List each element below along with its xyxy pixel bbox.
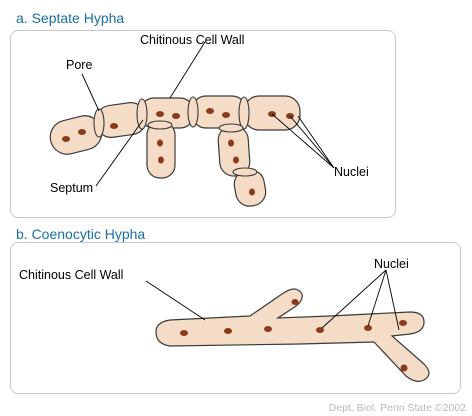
nuclei-label-a: Nuclei [334, 165, 369, 179]
leader-line [271, 113, 335, 169]
copyright-credit: Dept. Biol. Penn State ©2002 [328, 402, 466, 414]
coenocytic-body [155, 288, 430, 382]
nucleus [78, 129, 86, 135]
septum-wall [93, 108, 105, 138]
nucleus [224, 328, 232, 334]
nucleus [233, 156, 239, 164]
nucleus [180, 330, 188, 336]
cell-wall-label-a: Chitinous Cell Wall [140, 33, 245, 47]
panel-b-title: b. Coenocytic Hypha [16, 226, 146, 242]
leader-line [289, 115, 335, 169]
nucleus [399, 320, 407, 326]
nucleus [62, 136, 70, 142]
septum-wall [232, 167, 258, 177]
septum-wall [218, 123, 244, 133]
leader-line [385, 269, 400, 331]
nucleus [206, 108, 214, 114]
septate-hypha [49, 41, 335, 207]
nuclei-label-b: Nuclei [374, 257, 409, 271]
nucleus [264, 326, 272, 332]
cell-wall-label-b: Chitinous Cell Wall [19, 268, 124, 282]
nucleus [172, 113, 180, 119]
leader-line [145, 280, 206, 321]
panel-a-title: a. Septate Hypha [16, 10, 125, 26]
septum-wall [147, 120, 173, 130]
septate-cell [191, 95, 247, 129]
nucleus [291, 299, 299, 305]
septum-wall [136, 98, 148, 130]
septum-label: Septum [50, 181, 94, 195]
septum-wall [238, 96, 250, 130]
septate-cell [146, 121, 176, 179]
leader-line [81, 73, 100, 112]
leader-line [95, 119, 144, 187]
nucleus [364, 325, 372, 331]
nucleus [249, 188, 255, 196]
coenocytic-hypha [145, 269, 430, 382]
nucleus [228, 139, 234, 147]
nucleus [157, 139, 163, 147]
nucleus [316, 327, 324, 333]
leader-line [297, 115, 335, 169]
leader-line [321, 269, 387, 329]
nucleus [156, 111, 164, 117]
leader-line [367, 269, 387, 327]
septum-wall [187, 96, 199, 128]
pore-label: Pore [66, 58, 93, 72]
nucleus [110, 123, 118, 129]
nucleus [158, 156, 164, 164]
leader-line [169, 41, 206, 99]
nucleus [222, 112, 230, 118]
nucleus [400, 364, 408, 372]
